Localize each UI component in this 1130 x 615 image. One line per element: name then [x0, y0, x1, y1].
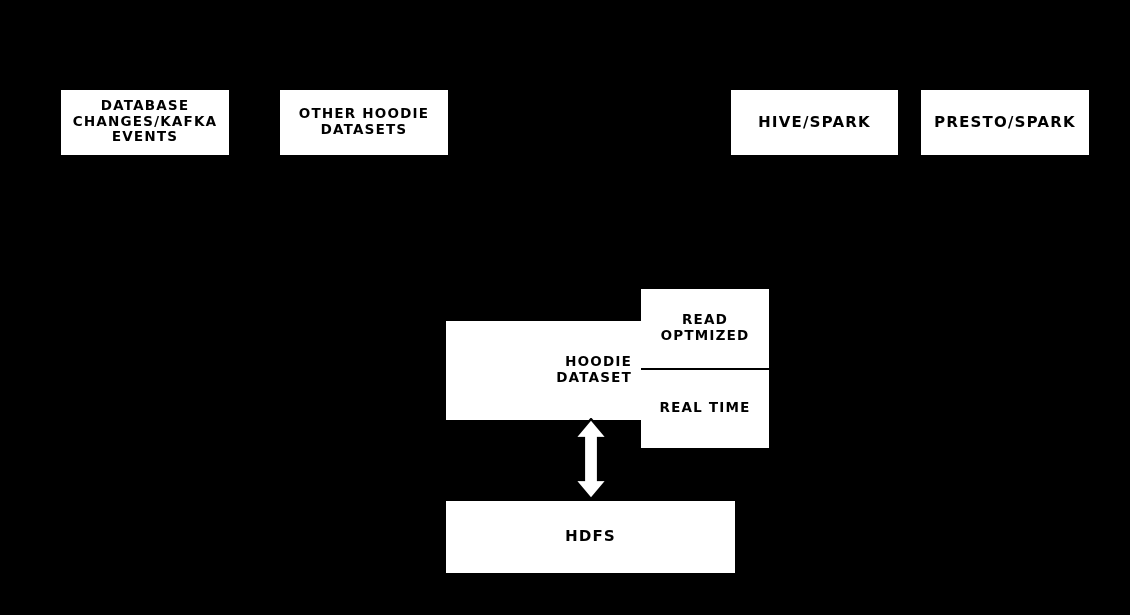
- node-hoodie-dataset-label: HOODIE DATASET: [556, 353, 632, 386]
- node-other-hoodie-datasets[interactable]: OTHER HOODIE DATASETS: [280, 90, 448, 155]
- node-read-optimized-view[interactable]: READ OPTMIZED: [641, 289, 769, 370]
- node-hdfs[interactable]: HDFS: [446, 501, 735, 573]
- node-presto-spark[interactable]: PRESTO/SPARK: [921, 90, 1089, 155]
- node-other-hoodie-datasets-label: OTHER HOODIE DATASETS: [298, 105, 430, 138]
- node-read-optimized-view-label: READ OPTMIZED: [660, 311, 750, 344]
- node-real-time-view[interactable]: REAL TIME: [641, 370, 769, 448]
- node-presto-spark-label: PRESTO/SPARK: [934, 112, 1076, 131]
- node-hive-spark[interactable]: HIVE/SPARK: [731, 90, 898, 155]
- double-headed-arrow-icon: [573, 418, 609, 500]
- node-database-changes-kafka-events[interactable]: DATABASE CHANGES/KAFKA EVENTS: [61, 90, 229, 155]
- node-hdfs-label: HDFS: [565, 527, 616, 546]
- node-hive-spark-label: HIVE/SPARK: [758, 112, 871, 131]
- node-database-changes-kafka-events-label: DATABASE CHANGES/KAFKA EVENTS: [72, 98, 218, 146]
- node-real-time-view-label: REAL TIME: [659, 400, 751, 417]
- node-hoodie-dataset[interactable]: HOODIE DATASET: [446, 321, 642, 420]
